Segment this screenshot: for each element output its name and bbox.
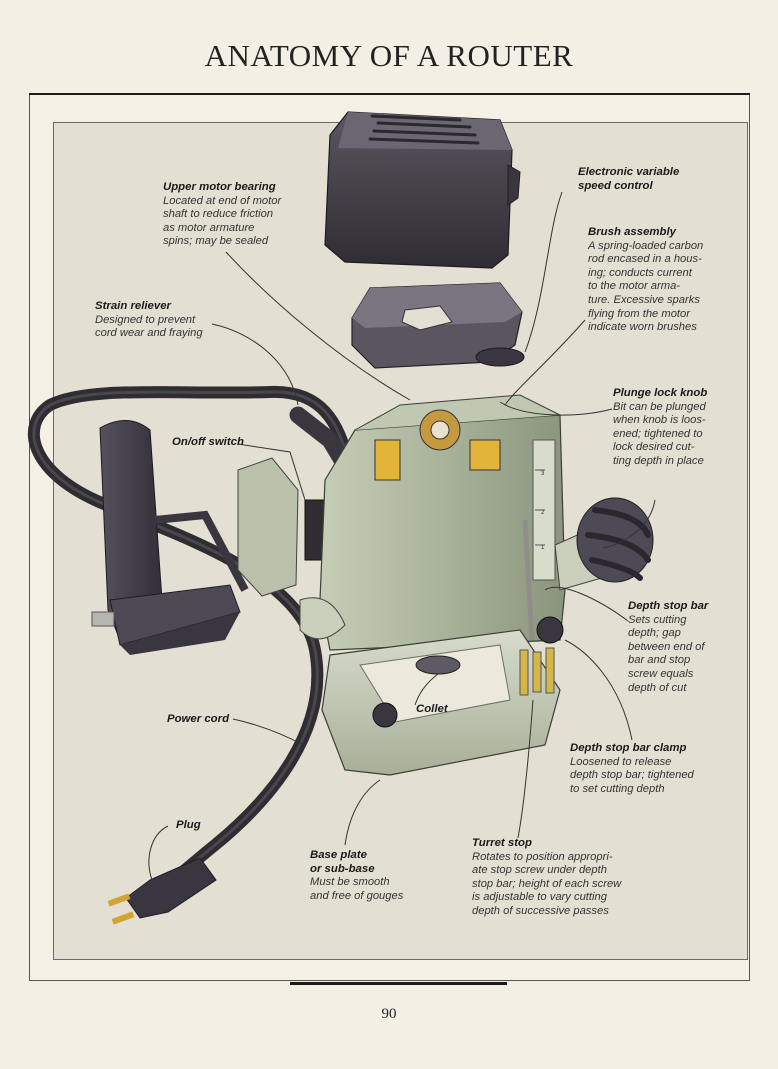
upper-motor-bearing-label: Upper motor bearing — [163, 181, 276, 193]
plunge-lock-knob-label: Plunge lock knob — [613, 387, 708, 399]
bottom-rule — [290, 982, 507, 985]
callout-brush-assembly: Brush assembly A spring-loaded carbon ro… — [588, 226, 703, 335]
side-handle — [91, 420, 249, 655]
callout-depth-stop-bar-clamp: Depth stop bar clamp Loosened to release… — [570, 742, 694, 796]
plug-label: Plug — [176, 819, 201, 831]
callout-base-plate: Base plate or sub-base Must be smooth an… — [310, 849, 403, 903]
brush-plate — [351, 282, 525, 369]
page-number: 90 — [381, 1006, 397, 1022]
callout-power-cord: Power cord — [167, 713, 229, 727]
depth-stop-bar-label: Depth stop bar — [628, 600, 709, 612]
turret-stop-label: Turret stop — [472, 837, 532, 849]
callout-electronic-speed-control: Electronic variable speed control — [578, 166, 679, 193]
scale-mark-1: 1 — [541, 545, 545, 551]
plug — [107, 857, 217, 925]
strain-reliever-desc: Designed to prevent cord wear and frayin… — [95, 313, 203, 340]
brush-assembly-desc: A spring-loaded carbon rod encased in a … — [588, 239, 704, 334]
base-plate-desc: Must be smooth and free of gouges — [310, 876, 404, 902]
top-rule — [29, 93, 750, 95]
callout-on-off-switch: On/off switch — [172, 436, 244, 450]
on-off-switch-label: On/off switch — [172, 436, 244, 448]
plunge-lock-knob-desc: Bit can be plunged when knob is loos- en… — [613, 400, 706, 467]
power-cord-label: Power cord — [167, 713, 230, 725]
base-plate-label: Base plate or sub-base — [310, 849, 375, 875]
callout-plunge-lock-knob: Plunge lock knob Bit can be plunged when… — [613, 387, 707, 469]
router-body: 3 2 1 — [299, 394, 566, 651]
scale-mark-2: 2 — [541, 510, 545, 516]
power-cord — [27, 385, 356, 894]
strain-reliever-label: Strain reliever — [95, 300, 171, 312]
depth-stop-bar-clamp-label: Depth stop bar clamp — [570, 742, 687, 754]
callout-upper-motor-bearing: Upper motor bearing Located at end of mo… — [163, 181, 281, 249]
router-base — [321, 519, 564, 776]
callout-turret-stop: Turret stop Rotates to position appropri… — [472, 837, 621, 919]
page-title: ANATOMY OF A ROUTER — [204, 38, 574, 73]
collet-label: Collet — [416, 703, 448, 715]
turret-stop-desc: Rotates to position appropri- ate stop s… — [472, 850, 622, 917]
callout-depth-stop-bar: Depth stop bar Sets cutting depth; gap b… — [628, 600, 708, 695]
leader-lines — [148, 191, 656, 881]
callout-strain-reliever: Strain reliever Designed to prevent cord… — [95, 300, 203, 341]
plunge-lock-knob — [554, 497, 654, 591]
motor-cap — [324, 111, 521, 269]
depth-stop-bar-desc: Sets cutting depth; gap between end of b… — [628, 613, 705, 694]
upper-motor-bearing-desc: Located at end of motor shaft to reduce … — [163, 194, 282, 248]
callout-plug: Plug — [176, 819, 201, 833]
callout-collet: Collet — [416, 703, 448, 717]
scale-mark-3: 3 — [541, 471, 545, 477]
brush-assembly-label: Brush assembly — [588, 226, 676, 238]
depth-stop-bar-clamp-desc: Loosened to release depth stop bar; tigh… — [570, 755, 694, 795]
electronic-speed-control-label: Electronic variable speed control — [578, 166, 680, 192]
